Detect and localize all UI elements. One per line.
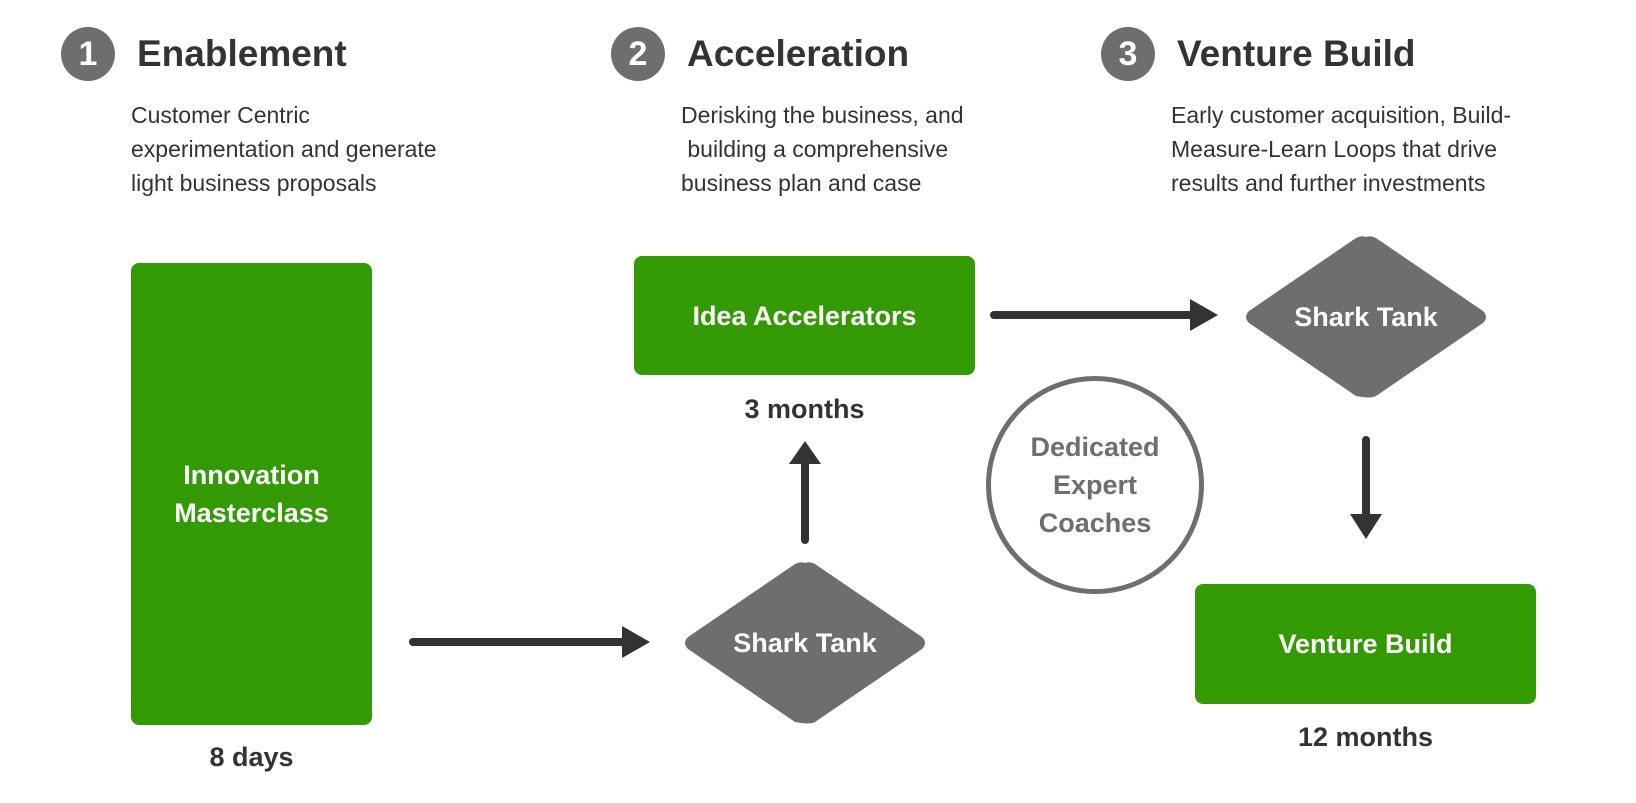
shark-tank-diamond-1: Shark Tank	[682, 561, 928, 725]
innovation-masterclass-label-line: Masterclass	[174, 498, 329, 528]
stage-2-number: 2	[628, 34, 648, 73]
stage-1-description: Customer Centric experimentation and gen…	[131, 98, 437, 200]
stage-1-description-line: light business proposals	[131, 170, 377, 196]
dedicated-expert-coaches-circle: Dedicated Expert Coaches	[986, 376, 1204, 594]
stage-3-description-line: Measure-Learn Loops that drive	[1171, 136, 1498, 162]
shark-tank-2-label: Shark Tank	[1294, 301, 1438, 332]
arrow-shark-tank-to-venture-build	[1350, 436, 1382, 539]
arrow-shark-tank-to-idea-accelerators	[789, 441, 821, 544]
idea-accelerators-box: Idea Accelerators	[634, 256, 975, 375]
arrow-idea-accelerators-to-shark-tank	[990, 299, 1218, 331]
innovation-masterclass-duration: 8 days	[209, 742, 294, 772]
diamond-shape	[1246, 236, 1486, 398]
stage-1-number: 1	[78, 34, 98, 73]
stage-3-description-line: Early customer acquisition, Build-	[1171, 102, 1512, 128]
stage-1-description-line: experimentation and generate	[131, 136, 437, 162]
venture-build-label: Venture Build	[1278, 629, 1453, 659]
stage-2-description-line: business plan and case	[681, 170, 922, 196]
stage-2-number-badge: 2	[611, 27, 665, 81]
stage-3-number: 3	[1118, 34, 1138, 73]
stage-2-description-line: Derisking the business, and	[681, 102, 964, 128]
coaches-label-line: Coaches	[1038, 508, 1152, 538]
arrow-masterclass-to-shark-tank	[409, 626, 650, 658]
stage-3-description-line: results and further investments	[1171, 170, 1486, 196]
stage-2-title: Acceleration	[687, 33, 910, 74]
coaches-label-line: Dedicated	[1030, 432, 1160, 462]
stage-2-description: Derisking the business, and building a c…	[681, 98, 964, 200]
stage-1-title: Enablement	[137, 33, 347, 74]
idea-accelerators-duration: 3 months	[744, 394, 865, 424]
innovation-masterclass-label-line: Innovation	[183, 460, 320, 490]
venture-build-box: Venture Build	[1195, 584, 1536, 704]
coaches-label-line: Expert	[1052, 470, 1138, 500]
diamond-shape	[685, 562, 925, 724]
stage-3-number-badge: 3	[1101, 27, 1155, 81]
stage-2-description-line: building a comprehensive	[681, 136, 949, 162]
shark-tank-1-label: Shark Tank	[733, 627, 877, 658]
stage-3-description: Early customer acquisition, Build- Measu…	[1171, 98, 1511, 200]
idea-accelerators-label: Idea Accelerators	[692, 300, 917, 331]
venture-build-duration: 12 months	[1297, 722, 1434, 752]
shark-tank-diamond-2: Shark Tank	[1243, 235, 1489, 399]
innovation-masterclass-box: Innovation Masterclass	[131, 263, 372, 725]
stage-1-number-badge: 1	[61, 27, 115, 81]
stage-3-title: Venture Build	[1177, 33, 1416, 74]
stage-1-description-line: Customer Centric	[131, 102, 310, 128]
